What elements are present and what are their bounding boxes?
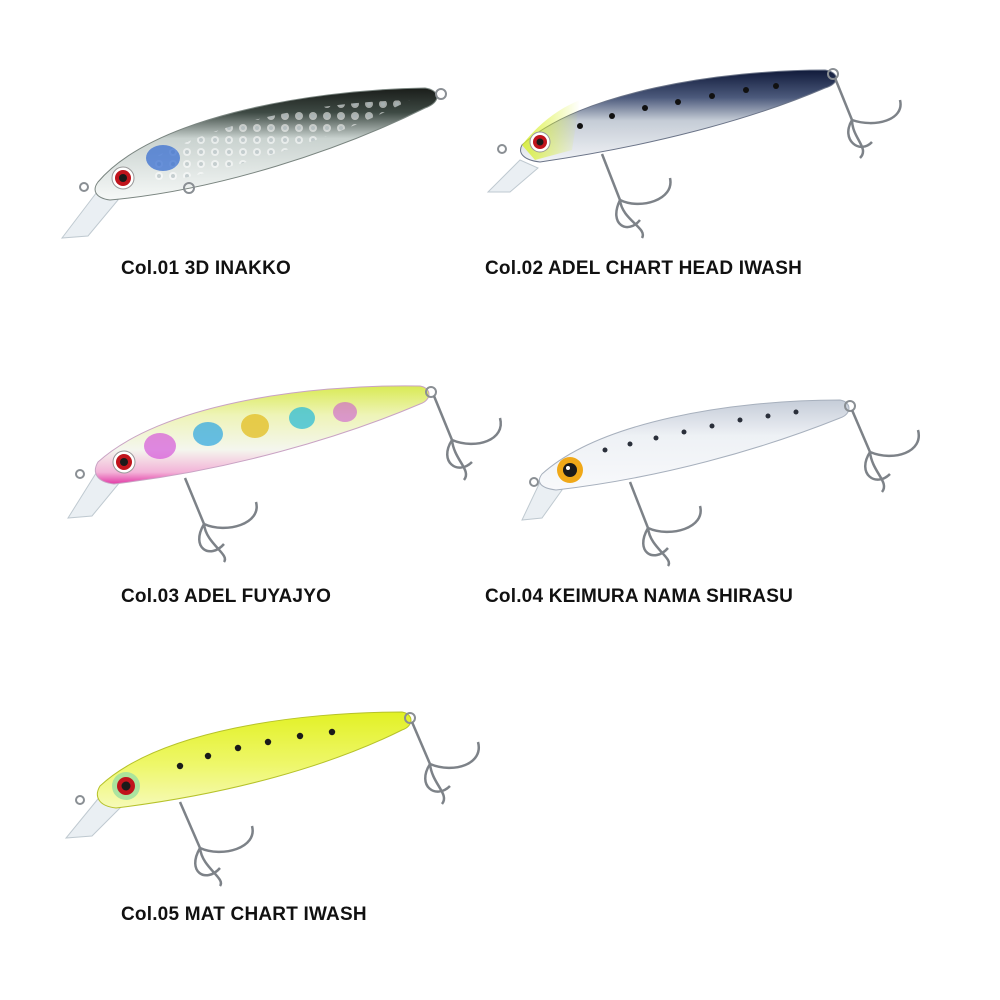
dot-pattern (577, 83, 779, 129)
lure-image-05 (64, 711, 480, 887)
lure-image-02 (486, 68, 902, 239)
lure-image-03 (67, 385, 502, 563)
rear-treble-hook (432, 395, 502, 481)
belly-treble-hook (178, 801, 254, 887)
lure-caption-02: Col.02 ADEL CHART HEAD IWASH (485, 258, 803, 279)
belly-treble-hook (183, 477, 258, 563)
rear-treble-hook (410, 721, 480, 805)
lure-card-05: Col.05 MAT CHART IWASH (40, 690, 520, 990)
lure-caption-04: Col.04 KEIMURA NAMA SHIRASU (485, 586, 794, 607)
dot-pattern (602, 409, 799, 453)
lure-caption-05: Col.05 MAT CHART IWASH (121, 904, 367, 925)
lure-image-04 (521, 399, 920, 567)
lure-image-01 (60, 87, 447, 239)
belly-treble-hook (600, 153, 672, 239)
lure-caption-03: Col.03 ADEL FUYAJYO (121, 586, 332, 607)
lure-caption-01: Col.01 3D INAKKO (121, 258, 292, 279)
belly-treble-hook (628, 481, 702, 567)
rear-treble-hook (833, 77, 902, 159)
lure-card-02: Col.02 ADEL CHART HEAD IWASH (480, 50, 960, 350)
lure-card-01: Col.01 3D INAKKO (40, 50, 520, 350)
lure-card-03: Col.03 ADEL FUYAJYO (40, 370, 520, 670)
rear-treble-hook (850, 409, 920, 493)
dot-pattern (176, 728, 336, 770)
lure-card-04: Col.04 KEIMURA NAMA SHIRASU (480, 370, 960, 670)
